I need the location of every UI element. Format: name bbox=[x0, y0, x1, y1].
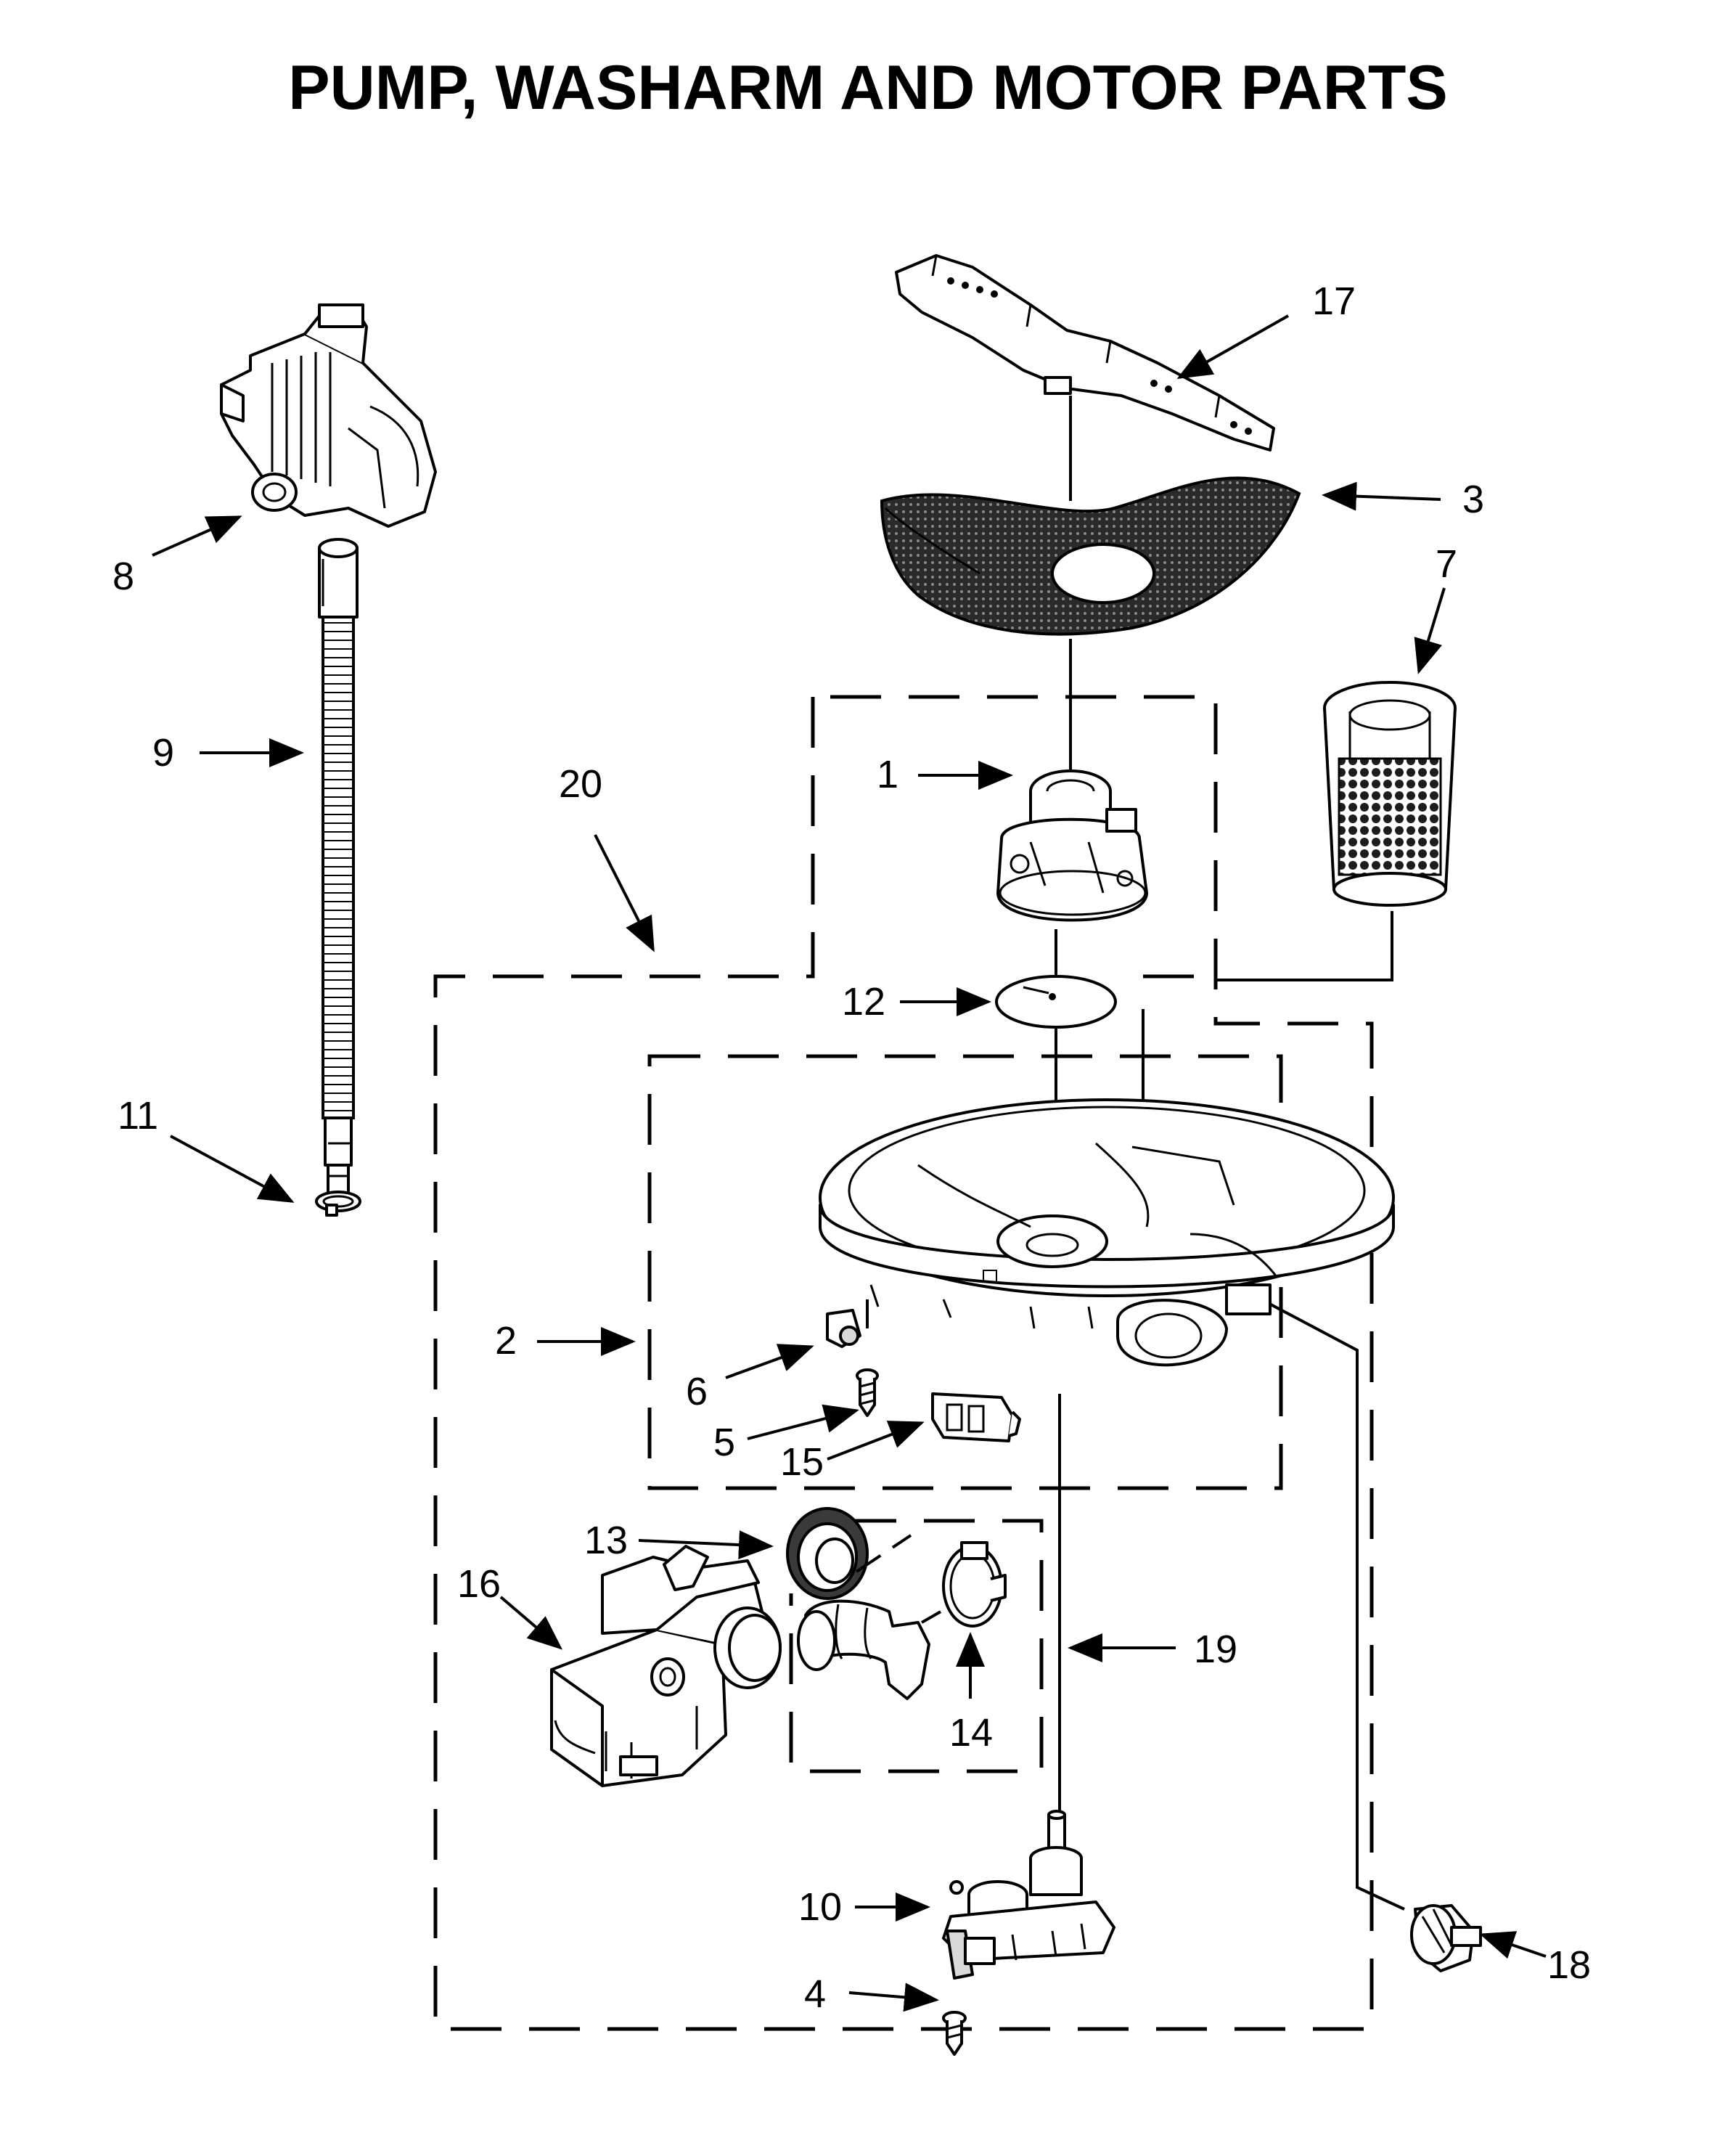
assembly-20-boundary bbox=[433, 695, 1374, 2031]
callout-19: 19 bbox=[1194, 1628, 1237, 1671]
clip-part[interactable] bbox=[826, 1299, 869, 1348]
assembly-14-boundary bbox=[789, 1519, 1044, 1773]
hose-part[interactable] bbox=[797, 1534, 1007, 1700]
wash-arm-part[interactable] bbox=[895, 254, 1275, 452]
callout-15: 15 bbox=[780, 1440, 824, 1484]
assembly-boundaries bbox=[433, 695, 1374, 2031]
screw-part[interactable] bbox=[856, 1368, 879, 1417]
callout-8: 8 bbox=[112, 555, 134, 598]
drain-pump-part[interactable] bbox=[220, 303, 437, 528]
seal-ring-part[interactable] bbox=[786, 1507, 869, 1600]
disc-part[interactable] bbox=[995, 975, 1117, 1029]
callout-11: 11 bbox=[118, 1094, 158, 1138]
callout-12: 12 bbox=[842, 980, 885, 1024]
callout-14: 14 bbox=[949, 1711, 993, 1755]
callout-labels: 17 3 7 8 9 11 20 1 12 2 6 5 15 13 16 19 … bbox=[112, 279, 1591, 2016]
connector-part[interactable] bbox=[931, 1392, 1021, 1442]
callout-18: 18 bbox=[1547, 1943, 1591, 1987]
callout-16: 16 bbox=[457, 1562, 501, 1606]
screw-small-part[interactable] bbox=[942, 2011, 967, 2056]
callout-9: 9 bbox=[152, 731, 174, 775]
leader-arrows bbox=[152, 314, 1547, 2012]
hose-clamp-part[interactable] bbox=[315, 1191, 361, 1217]
drain-hose-part[interactable] bbox=[318, 538, 359, 1196]
pump-housing-part[interactable] bbox=[996, 769, 1148, 922]
callout-17: 17 bbox=[1312, 279, 1356, 323]
fine-filter-part[interactable] bbox=[1323, 681, 1457, 907]
turbidity-sensor-part[interactable] bbox=[1410, 1904, 1482, 1972]
assembly-2-boundary bbox=[647, 1054, 1283, 1490]
callout-10: 10 bbox=[798, 1885, 842, 1929]
callout-5: 5 bbox=[713, 1421, 735, 1464]
callout-3: 3 bbox=[1462, 478, 1484, 521]
callout-20: 20 bbox=[559, 762, 602, 806]
diverter-motor-part[interactable] bbox=[942, 1810, 1115, 1980]
filter-plate-part[interactable] bbox=[880, 476, 1301, 636]
callout-1: 1 bbox=[877, 753, 898, 796]
callout-6: 6 bbox=[686, 1370, 708, 1413]
circulation-pump-part[interactable] bbox=[550, 1545, 782, 1787]
callout-4: 4 bbox=[804, 1972, 826, 2016]
page-title: PUMP, WASHARM AND MOTOR PARTS bbox=[288, 53, 1447, 123]
sump-part[interactable] bbox=[819, 1098, 1395, 1367]
callout-13: 13 bbox=[584, 1519, 628, 1562]
callout-2: 2 bbox=[495, 1319, 517, 1363]
callout-7: 7 bbox=[1436, 542, 1457, 586]
